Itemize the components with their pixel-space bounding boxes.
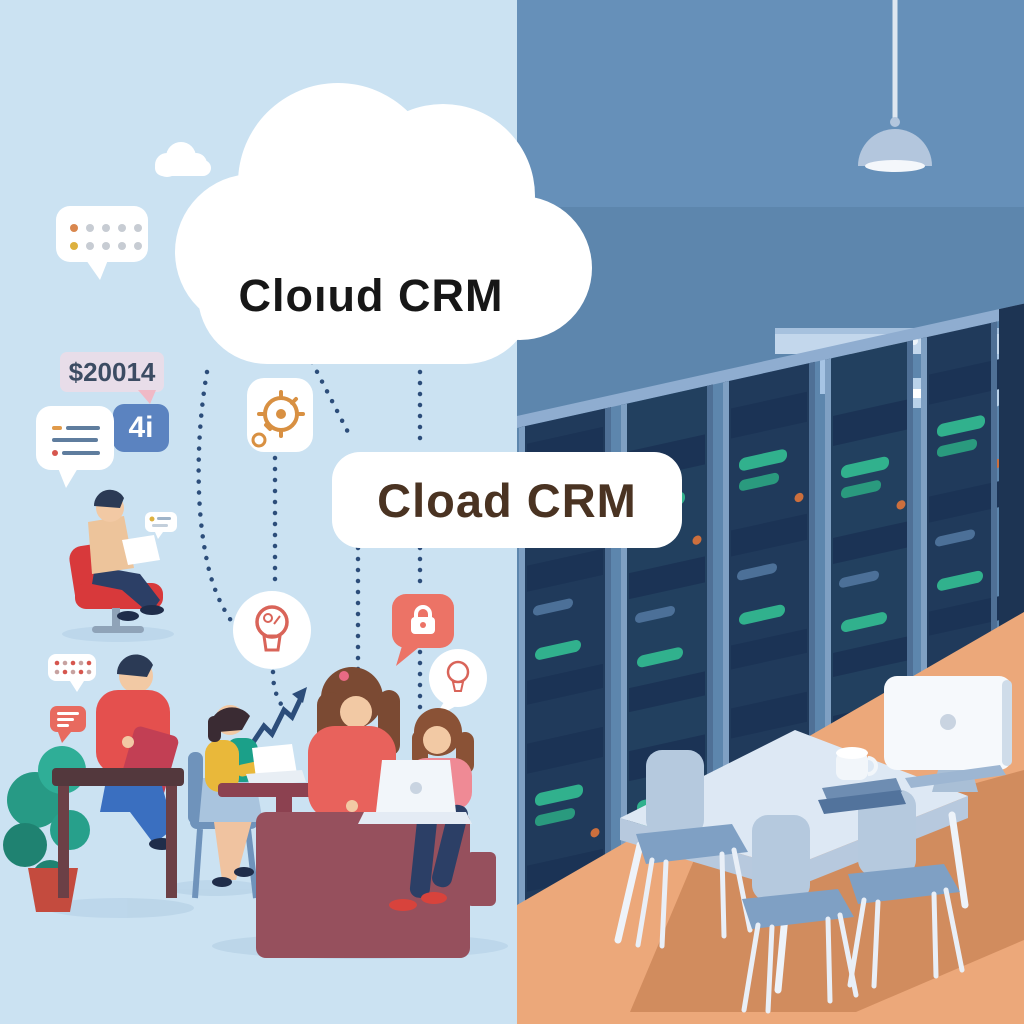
mini-chat-bubble [145,512,177,539]
speech-bubble-list-icon [36,406,114,488]
lightbulb-icon [233,591,311,669]
apple-logo-icon [940,714,956,730]
person-tablet-desk [52,654,184,898]
speech-bubble-message-icon [50,706,86,743]
desktop-computer [884,676,1012,792]
badge-4i-label: 4i [128,411,154,444]
speech-bubble-dots-icon [56,206,148,280]
apple-logo-icon [410,782,422,794]
person-laptop-red-chair [69,489,177,633]
server-room-ceiling [517,0,1024,207]
badge-4i [113,404,169,452]
pendant-lamp-icon [858,0,932,172]
keyboard [905,765,1006,788]
lock-icon [392,594,454,666]
price-tag [60,352,164,404]
small-cloud-icon [155,142,211,177]
cloud-icon [175,83,592,364]
gear-icon [247,378,313,452]
cloud-crm-title: Cloıud CRM [238,270,504,321]
speech-bubble-dots-icon [48,654,96,692]
trend-up-arrow-icon [249,687,307,747]
label-box [332,452,682,548]
laptop [358,760,472,824]
cload-crm-title: Cload CRM [377,473,637,527]
cup-and-books [818,747,906,814]
price-tag-label: $20014 [68,356,156,387]
